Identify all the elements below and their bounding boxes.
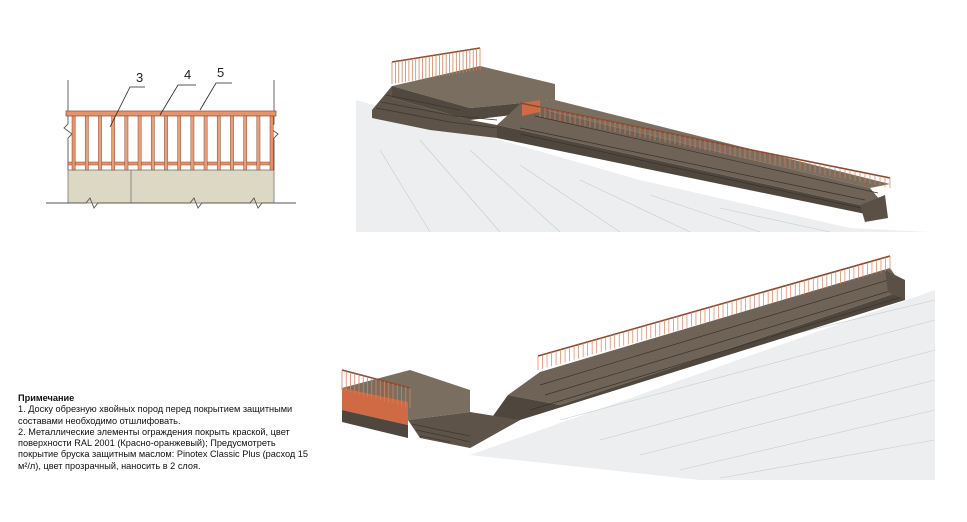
slope-ground-top bbox=[356, 100, 930, 232]
stairs-bottom-right bbox=[885, 270, 905, 300]
ramp-side bbox=[497, 125, 885, 218]
bottom-rail bbox=[67, 161, 275, 166]
railing-bottom-left bbox=[341, 369, 411, 408]
platform-bottom-front bbox=[342, 410, 408, 438]
baluster bbox=[243, 115, 248, 171]
baluster bbox=[177, 115, 182, 171]
baluster bbox=[150, 115, 155, 171]
fence-section-detail: 3 4 5 bbox=[46, 65, 296, 209]
foundation-block bbox=[67, 169, 275, 204]
baluster bbox=[256, 115, 261, 171]
break-line-left bbox=[63, 80, 73, 170]
baluster bbox=[230, 115, 234, 171]
handrail bbox=[65, 110, 277, 117]
baluster bbox=[203, 115, 208, 171]
railing-top-upper bbox=[391, 47, 481, 84]
baluster bbox=[84, 115, 89, 171]
leader-5 bbox=[199, 82, 232, 111]
baluster bbox=[269, 115, 274, 171]
baluster bbox=[124, 115, 129, 171]
notes-block: Примечание 1. Доску обрезную хвойных пор… bbox=[18, 393, 318, 472]
notes-item-2: 2. Металлические элементы ограждения пок… bbox=[18, 426, 309, 471]
break-line-bottom bbox=[46, 197, 296, 209]
baluster bbox=[164, 115, 168, 171]
baluster bbox=[111, 115, 116, 171]
baluster bbox=[71, 115, 76, 171]
stairs-top-right bbox=[860, 195, 888, 222]
view-top-3d bbox=[356, 47, 930, 233]
notes-title: Примечание bbox=[18, 393, 75, 403]
break-line-right bbox=[269, 80, 279, 170]
leader-3 bbox=[109, 86, 145, 128]
ramp-bottom-deck bbox=[508, 268, 905, 405]
baluster bbox=[98, 115, 102, 171]
balusters bbox=[71, 115, 274, 171]
callout-3: 3 bbox=[136, 70, 143, 85]
railing-top-ramp bbox=[519, 100, 891, 188]
baluster bbox=[137, 115, 142, 171]
baluster bbox=[190, 115, 195, 171]
leader-4 bbox=[159, 84, 196, 116]
notes-item-1: 1. Доску обрезную хвойных пород перед по… bbox=[18, 404, 293, 426]
callout-5: 5 bbox=[217, 65, 224, 80]
upper-platform-top bbox=[392, 66, 555, 108]
railing-bottom-ramp bbox=[537, 255, 891, 370]
baluster bbox=[216, 115, 221, 171]
slope-ground-bottom bbox=[470, 290, 935, 480]
platform-orange-panel bbox=[342, 388, 408, 425]
callout-4: 4 bbox=[184, 67, 191, 82]
ramp-bottom-side bbox=[470, 290, 905, 448]
view-bottom-3d bbox=[341, 255, 936, 480]
